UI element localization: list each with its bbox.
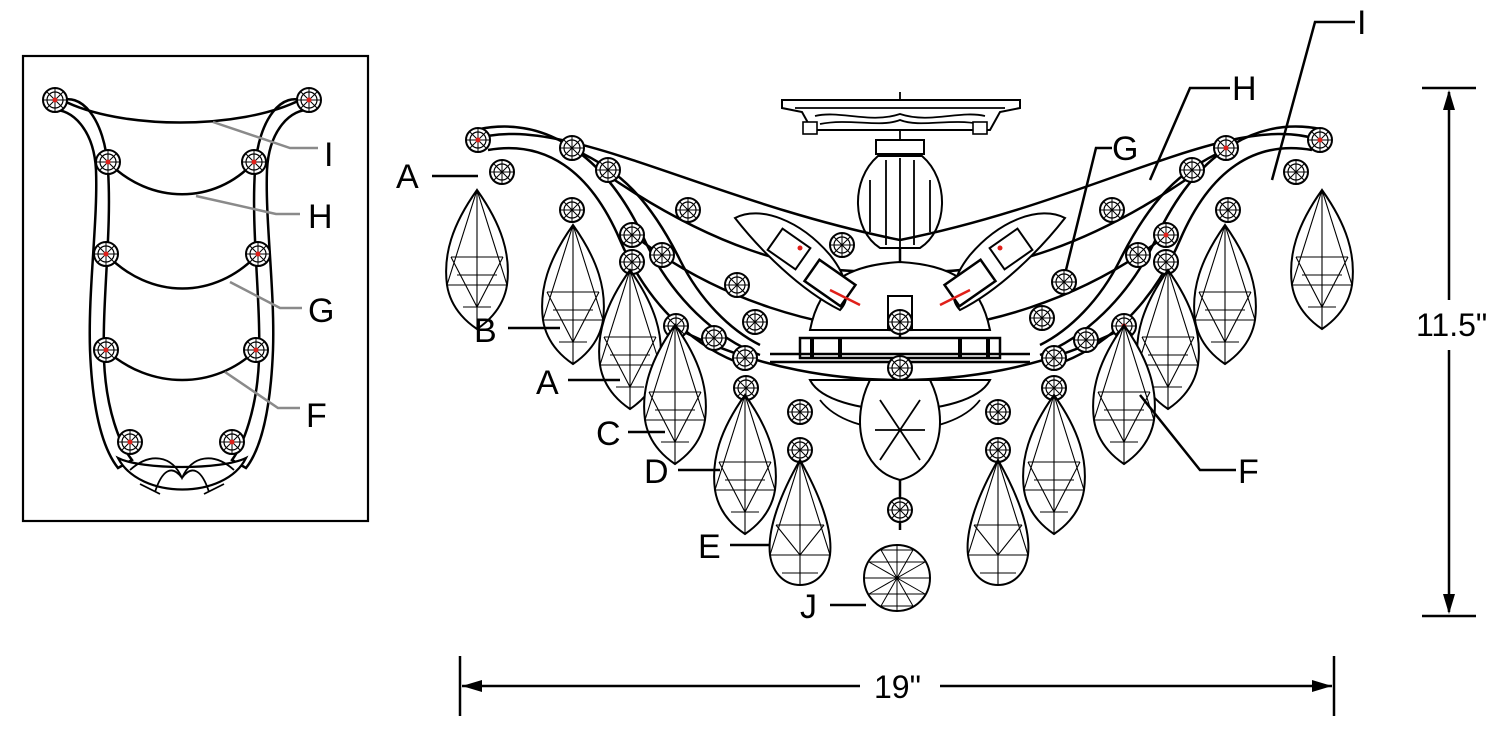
inset-callout-g: G xyxy=(308,292,334,330)
right-candle xyxy=(939,212,1067,312)
pendant-d xyxy=(713,394,777,535)
callout-d: D xyxy=(644,453,669,491)
callout-leaders xyxy=(432,20,1355,607)
inset-panel: I H G F xyxy=(21,54,370,523)
callout-j: J xyxy=(800,588,817,626)
inset-callout-f: F xyxy=(306,397,327,435)
pendant-e-left xyxy=(768,459,832,586)
width-dimension: 19" xyxy=(458,656,1336,716)
left-candle xyxy=(733,212,861,312)
inset-callout-i: I xyxy=(324,136,333,174)
inset-callout-h: H xyxy=(308,198,333,236)
callout-b: B xyxy=(474,312,497,350)
callout-g: G xyxy=(1112,130,1138,168)
pendant-b xyxy=(541,224,605,365)
pendant-right-outer xyxy=(1290,189,1354,330)
center-urn xyxy=(857,155,943,530)
pendant-right-b xyxy=(1193,224,1257,365)
callout-f: F xyxy=(1238,453,1259,491)
ceiling-canopy xyxy=(781,92,1021,155)
callout-e: E xyxy=(698,528,721,566)
height-label: 11.5" xyxy=(1416,307,1487,343)
callout-h: H xyxy=(1232,70,1257,108)
pendant-right-d xyxy=(1022,394,1086,535)
pendant-e-right xyxy=(966,459,1030,586)
ball-pendant-j xyxy=(863,544,931,612)
callout-i: I xyxy=(1357,4,1366,42)
chandelier-drawing: A B A C D E J G H I F xyxy=(396,4,1366,626)
width-label: 19" xyxy=(874,669,921,705)
callout-labels: A B A C D E J G H I F xyxy=(396,4,1366,626)
pendant-a-left-outer xyxy=(445,189,509,330)
callout-a-top: A xyxy=(396,158,419,196)
height-dimension: 11.5" xyxy=(1416,86,1487,618)
callout-c: C xyxy=(596,415,621,453)
callout-a-mid: A xyxy=(536,364,559,402)
